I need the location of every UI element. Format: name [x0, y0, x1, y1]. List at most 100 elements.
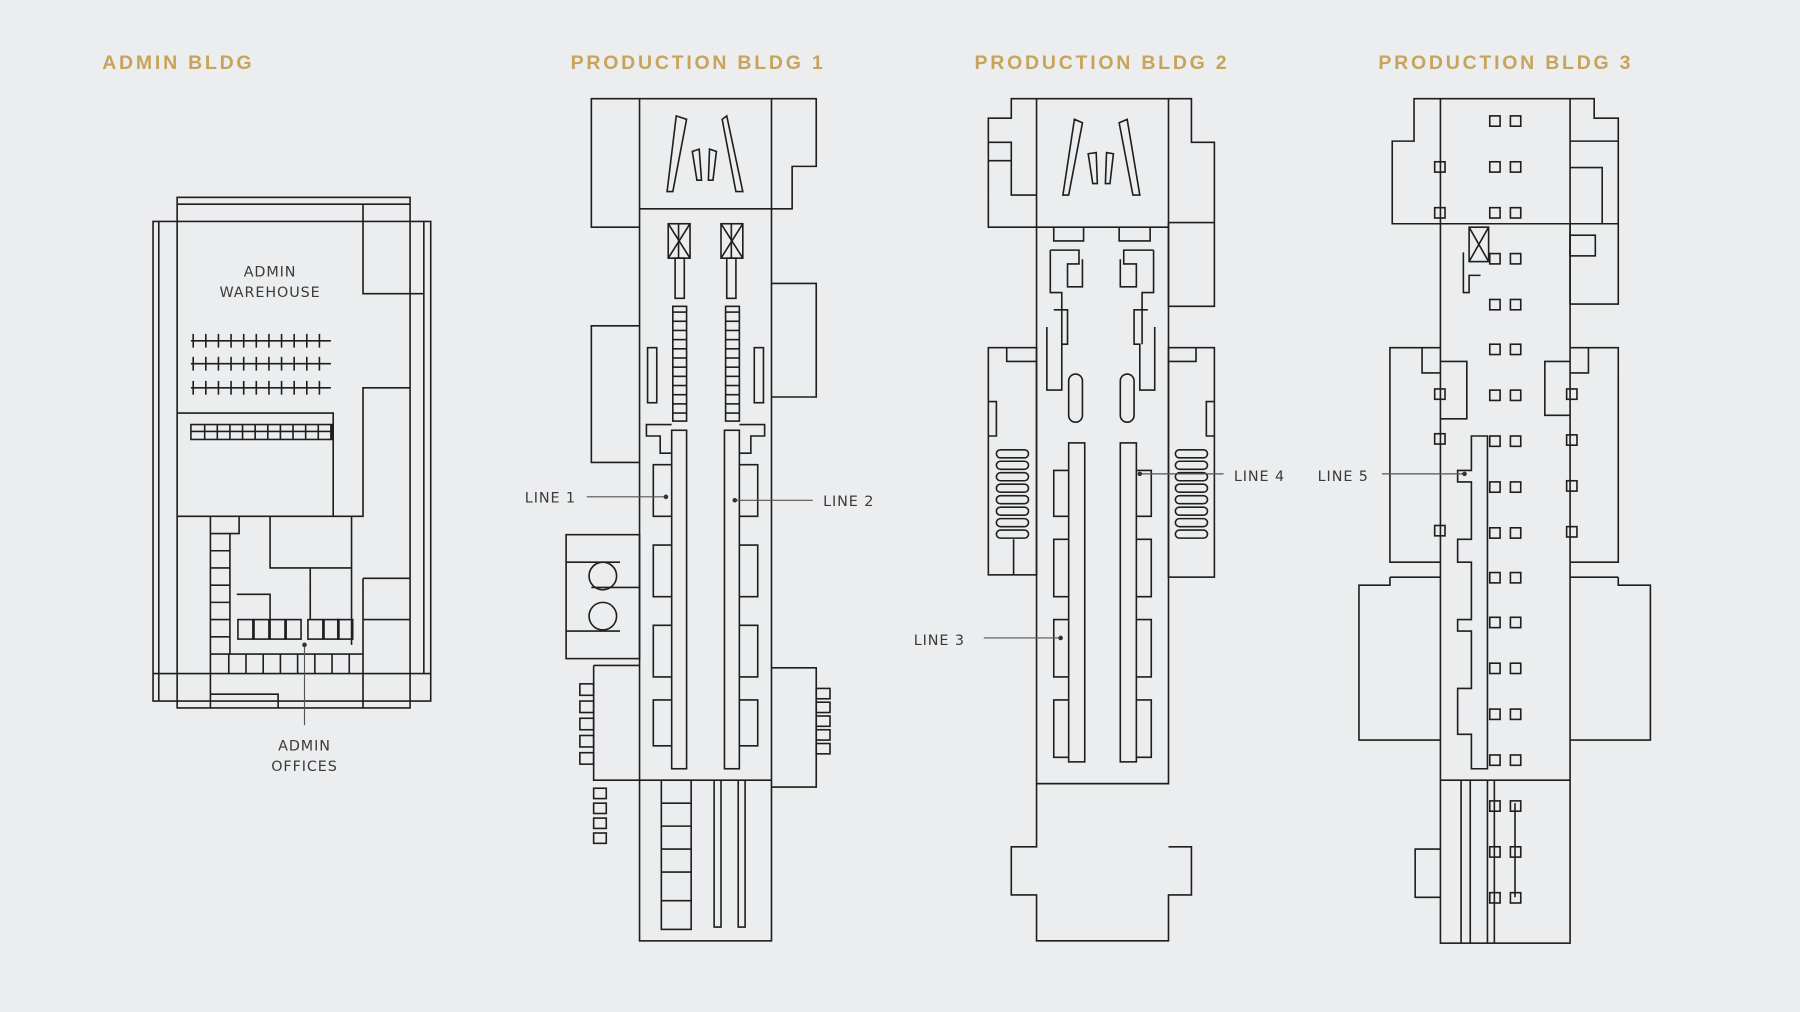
production-bldg-3-plan[interactable] [1358, 97, 1652, 944]
column-marker [1565, 434, 1578, 446]
storage-box [815, 701, 831, 714]
line-2-marker [732, 497, 738, 503]
line-5-label[interactable]: LINE 5 [1318, 469, 1369, 485]
line-1-label[interactable]: LINE 1 [525, 491, 576, 507]
office-cubicle [253, 618, 270, 640]
column-marker [1488, 389, 1501, 402]
office-cubicle [323, 618, 340, 640]
wing-pill [1174, 448, 1209, 459]
column-marker [1509, 115, 1522, 128]
column-marker [1509, 206, 1522, 219]
wing-pill [995, 529, 1030, 539]
storage-box [592, 787, 608, 800]
column-marker [1488, 891, 1501, 904]
column-marker [1433, 388, 1446, 401]
wing-pill [1174, 471, 1209, 482]
column-marker [1509, 298, 1522, 311]
column-marker [1488, 252, 1501, 265]
line-1-marker [663, 494, 669, 500]
admin-warehouse-label-1: ADMIN [244, 265, 297, 281]
column-marker [1488, 754, 1501, 767]
wing-pill [995, 471, 1030, 482]
production-bldg-3-title: PRODUCTION BLDG 3 [1378, 52, 1633, 74]
storage-box [579, 751, 595, 765]
column-marker [1488, 206, 1501, 219]
storage-box [592, 802, 608, 815]
column-marker [1488, 616, 1501, 629]
column-marker [1509, 252, 1522, 265]
column-marker [1509, 526, 1522, 539]
column-marker [1488, 708, 1501, 721]
line-3-marker [1058, 635, 1063, 641]
production-bldg-1-plan[interactable] [565, 97, 831, 942]
admin-offices-label-1: ADMIN [278, 738, 331, 754]
storage-box [815, 742, 831, 755]
column-marker [1509, 891, 1522, 904]
column-marker [1509, 662, 1522, 675]
column-marker [1488, 115, 1501, 128]
column-marker [1488, 435, 1501, 448]
wing-pill [995, 517, 1030, 528]
storage-box [815, 687, 831, 700]
production-bldg-2-title: PRODUCTION BLDG 2 [975, 52, 1230, 74]
column-marker [1509, 160, 1522, 173]
wing-pill [1174, 506, 1209, 516]
storage-box [592, 817, 608, 830]
production-bldg-2-plan[interactable] [987, 97, 1216, 942]
column-marker [1565, 388, 1578, 401]
wing-pill [995, 494, 1030, 505]
admin-offices-label-2: OFFICES [271, 759, 338, 775]
storage-box [592, 832, 608, 845]
column-marker [1433, 206, 1446, 219]
column-marker [1565, 479, 1578, 492]
wing-pill [995, 506, 1030, 516]
column-marker [1509, 845, 1522, 858]
column-marker [1509, 754, 1522, 767]
column-marker [1509, 616, 1522, 629]
office-cubicle [307, 618, 324, 640]
column-marker [1509, 343, 1522, 356]
column-marker [1509, 708, 1522, 721]
wing-pill [1174, 517, 1209, 528]
office-cubicle [237, 618, 254, 640]
column-marker [1488, 845, 1501, 858]
column-marker [1488, 481, 1501, 494]
line-5-marker [1462, 471, 1467, 477]
column-marker [1565, 525, 1578, 538]
office-cubicle [336, 618, 354, 640]
column-marker [1488, 160, 1501, 173]
storage-box [579, 734, 595, 748]
column-marker [1488, 526, 1501, 539]
storage-box [579, 683, 595, 697]
column-marker [1509, 800, 1522, 813]
line-4-marker [1137, 471, 1143, 477]
storage-box [815, 715, 831, 728]
storage-box [579, 717, 595, 731]
column-marker [1488, 298, 1501, 311]
storage-box [815, 728, 831, 741]
line-3-label[interactable]: LINE 3 [914, 633, 965, 649]
column-marker [1488, 800, 1501, 813]
admin-offices-marker [302, 642, 307, 648]
wing-pill [995, 448, 1030, 459]
production-bldg-1-title: PRODUCTION BLDG 1 [571, 52, 826, 74]
column-marker [1488, 662, 1501, 675]
admin-bldg-plan[interactable] [152, 196, 432, 709]
column-marker [1509, 389, 1522, 402]
line-4-label[interactable]: LINE 4 [1234, 469, 1285, 485]
line-2-label[interactable]: LINE 2 [823, 494, 874, 510]
column-marker [1509, 435, 1522, 448]
column-marker [1433, 160, 1446, 173]
wing-pill [1174, 483, 1209, 494]
wing-pill [1174, 494, 1209, 505]
wing-pill [1174, 460, 1209, 471]
office-cubicle [269, 618, 286, 640]
column-marker [1509, 481, 1522, 494]
column-marker [1488, 343, 1501, 356]
column-marker [1433, 524, 1446, 537]
column-marker [1433, 432, 1446, 445]
column-marker [1509, 571, 1522, 584]
storage-box [579, 700, 595, 714]
